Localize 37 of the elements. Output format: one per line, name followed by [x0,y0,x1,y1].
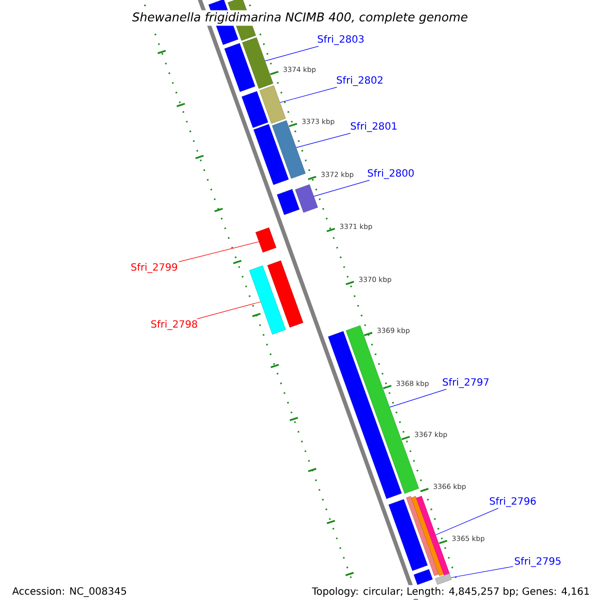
title: Shewanella frigidimarina NCIMB 400, complete genome [130,10,470,26]
gene-bar [414,569,433,585]
gene-label: Sfri_2803 [318,35,364,45]
gene-bar [276,189,300,215]
gene-bar [242,91,268,128]
gene-bar [416,496,450,576]
leader-line [450,566,514,578]
leader-line [296,132,351,148]
gene-bar [406,496,439,576]
leader-line [178,241,260,262]
gene-bar [388,499,428,571]
leader-line [389,388,447,408]
info-text: Accession: NC_008345 [10,585,129,599]
info-text: Topology: circular; Length: 4,845,257 bp; Genes: 4,161 [310,585,592,599]
gene-label: Sfri_2799 [131,263,178,273]
gene-bar [224,43,256,92]
gene-bar [295,184,318,213]
gene-label: Sfri_2800 [368,169,414,179]
gene-bar [435,573,452,585]
leader-line [196,302,261,320]
gene-bar [242,37,274,89]
gene-bar [259,85,286,124]
leader-line [280,86,338,103]
leader-line [314,180,370,197]
gene-label: Sfri_2797 [442,378,489,388]
leader-line [435,508,499,536]
gene-label: Sfri_2802 [336,76,382,86]
gene-bar [254,124,289,185]
gene-label: Sfri_2795 [514,557,561,567]
gene-bar [267,260,304,328]
gene-bar [249,265,286,335]
gene-bar [411,496,444,576]
leader-line [264,46,319,62]
gene-label: Sfri_2798 [151,320,198,330]
gene-label: Sfri_2801 [350,122,396,132]
gene-bar [256,227,276,253]
gene-label: Sfri_2796 [490,497,536,507]
